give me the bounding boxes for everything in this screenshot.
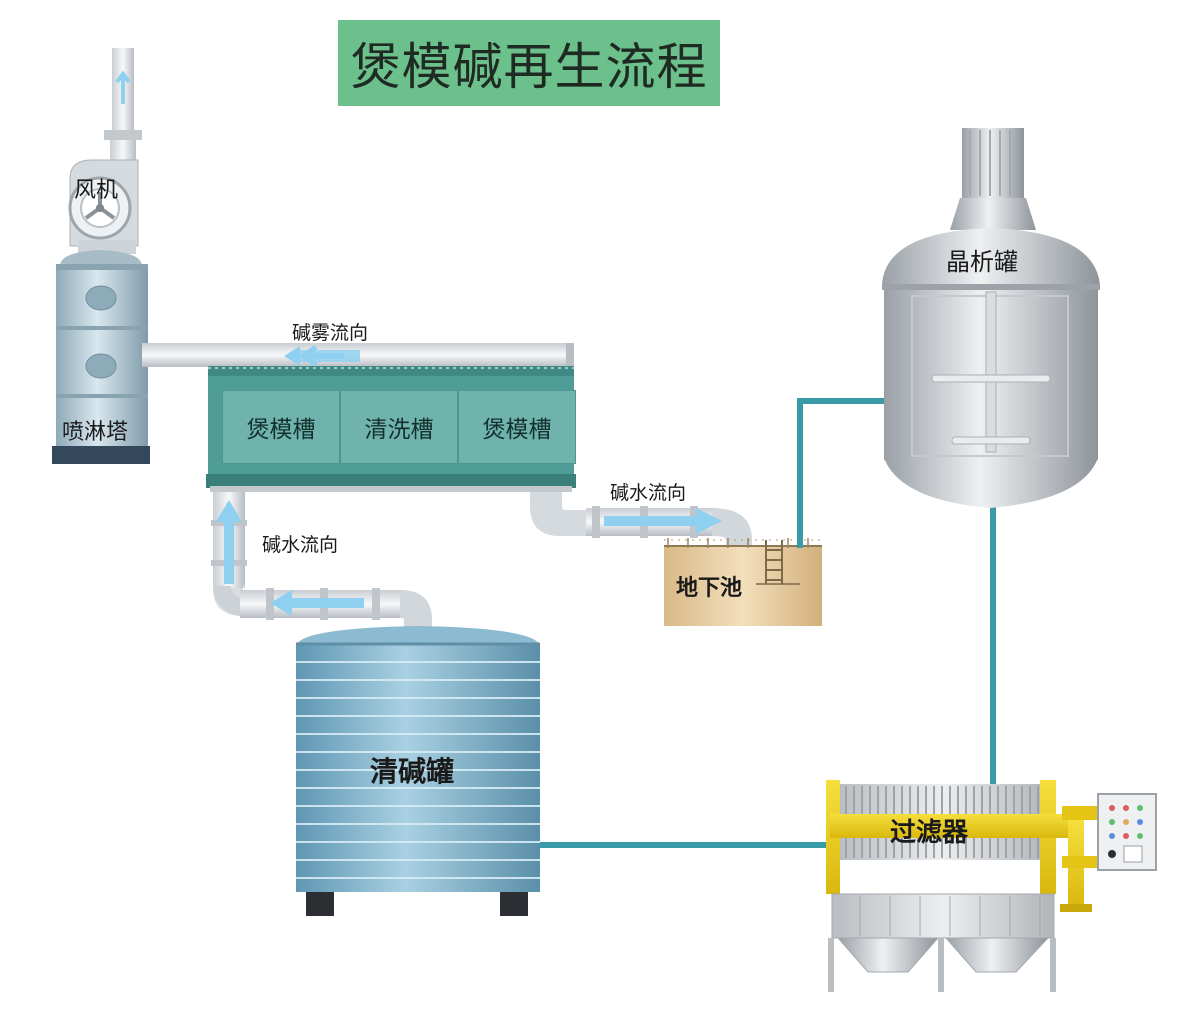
diagram-title: 煲模碱再生流程 [350, 38, 708, 96]
soak-tank-right-label: 煲模槽 [482, 417, 552, 443]
clear-alkali-tank-label: 清碱罐 [370, 755, 455, 788]
soak-tank-left: 煲模槽 [222, 390, 340, 464]
filter-label: 过滤器 [890, 818, 969, 848]
underground-pool-label: 地下池 [676, 576, 743, 601]
alkali-water-flow-left-label: 碱水流向 [262, 534, 339, 556]
crystallizer-tank [882, 128, 1100, 508]
fan-unit [68, 159, 139, 254]
alkali-water-right-arrow [696, 508, 722, 534]
wash-tank-label: 清洗槽 [364, 417, 434, 443]
fan-label: 风机 [74, 178, 119, 203]
teal-pipes [536, 398, 996, 848]
wash-tank: 清洗槽 [340, 390, 458, 464]
soak-tank-right: 煲模槽 [458, 390, 576, 464]
spray-tower-label: 喷淋塔 [62, 420, 129, 445]
drain-pipe [530, 492, 752, 548]
exhaust-up-arrow [115, 70, 131, 104]
diagram-title-box: 煲模碱再生流程 [338, 20, 720, 106]
spray-tower [52, 250, 150, 464]
exhaust-stack [104, 48, 142, 170]
soak-tank-left-label: 煲模槽 [246, 417, 316, 443]
alkali-water-left-arrow [270, 590, 292, 616]
ladder [765, 540, 783, 584]
underground-pool-shape [664, 538, 822, 626]
alkali-water-flow-right-label: 碱水流向 [610, 482, 687, 504]
clear-alkali-tank-shape [296, 626, 540, 916]
crystallizer-label: 晶析罐 [946, 248, 1018, 276]
alkali-mist-flow-label: 碱雾流向 [292, 322, 369, 344]
alkali-water-up-arrow [216, 500, 242, 522]
mist-pipe [142, 343, 574, 367]
pool-to-crystallizer-pipe [797, 398, 888, 548]
filter-press [826, 780, 1157, 992]
return-pipe [211, 492, 432, 632]
